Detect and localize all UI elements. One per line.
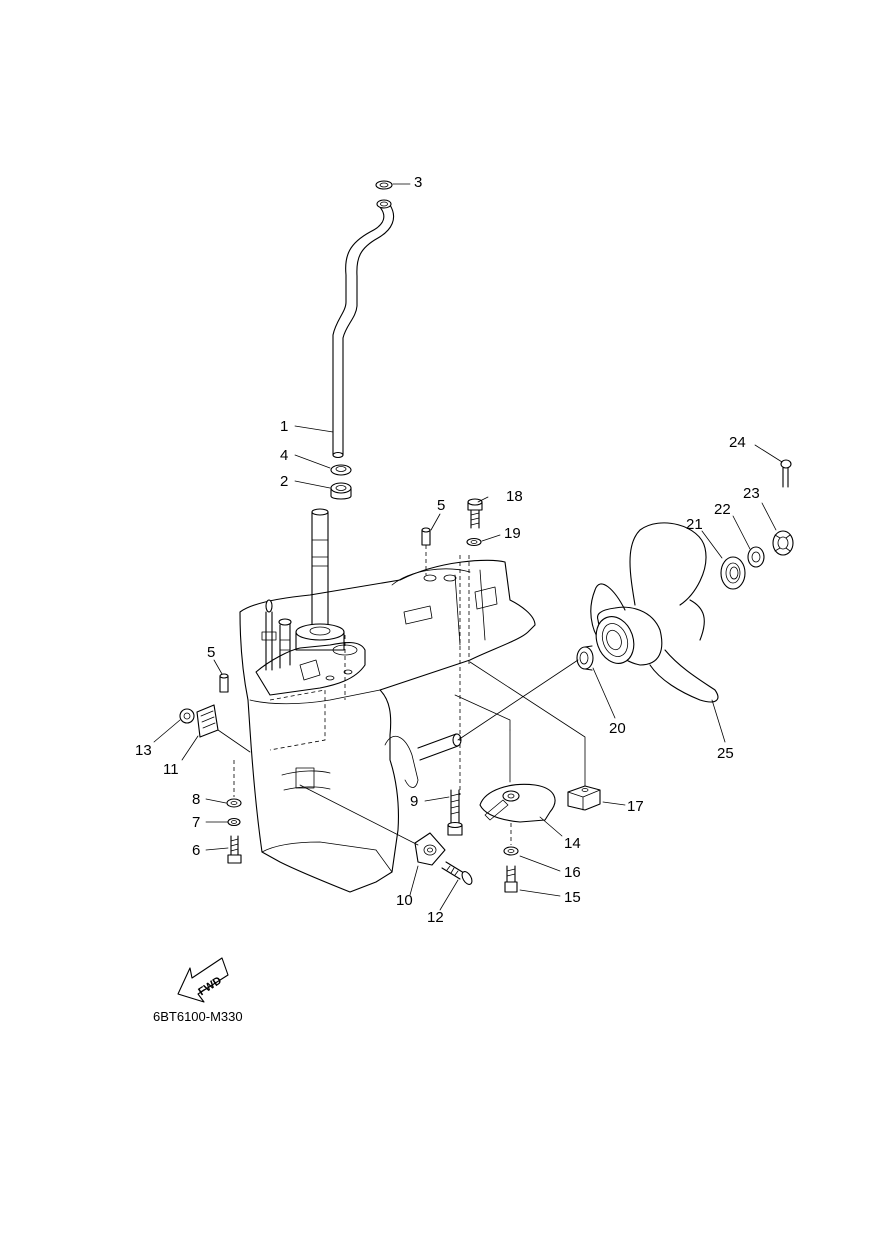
washer-7 bbox=[227, 817, 241, 827]
lower-case bbox=[239, 559, 536, 893]
drive-shaft bbox=[295, 508, 345, 651]
callout-5-dowel-top: 5 bbox=[437, 497, 445, 514]
leader-trim-tab bbox=[299, 784, 419, 846]
washer-19 bbox=[466, 537, 482, 547]
callout-10: 10 bbox=[396, 892, 413, 909]
drawing-code: 6BT6100-M330 bbox=[153, 1009, 243, 1024]
leader-trim-tab-mount bbox=[454, 694, 511, 731]
washer-22 bbox=[747, 546, 765, 568]
dowel-pin-5a bbox=[421, 527, 431, 575]
bolt-6 bbox=[227, 835, 242, 864]
washer-16 bbox=[503, 846, 519, 856]
callout-20: 20 bbox=[609, 720, 626, 737]
callout-5-dowel-left: 5 bbox=[207, 644, 215, 661]
callout-6: 6 bbox=[192, 842, 200, 859]
screw-12 bbox=[441, 861, 473, 885]
spacer-21 bbox=[720, 556, 746, 590]
nut-13 bbox=[179, 708, 195, 724]
fwd-arrow-icon: FWD bbox=[177, 957, 229, 1003]
callout-9: 9 bbox=[410, 793, 418, 810]
leader-anode bbox=[217, 729, 251, 753]
callout-17: 17 bbox=[627, 798, 644, 815]
callout-15: 15 bbox=[564, 889, 581, 906]
thrust-washer-20 bbox=[576, 645, 594, 671]
callout-22: 22 bbox=[714, 501, 731, 518]
washer-8 bbox=[226, 798, 242, 808]
grommet-2 bbox=[330, 482, 352, 500]
callout-23: 23 bbox=[743, 485, 760, 502]
callout-leaders bbox=[153, 183, 783, 911]
trim-tab-14 bbox=[479, 729, 556, 823]
callout-18: 18 bbox=[506, 488, 523, 505]
callout-4: 4 bbox=[280, 447, 288, 464]
prop-shaft-axis bbox=[457, 659, 579, 741]
water-tube bbox=[332, 199, 395, 459]
bolt-18 bbox=[467, 498, 483, 529]
callout-14: 14 bbox=[564, 835, 581, 852]
propeller-25 bbox=[590, 522, 719, 703]
callout-8: 8 bbox=[192, 791, 200, 808]
callout-11: 11 bbox=[163, 761, 179, 778]
bolt-15 bbox=[504, 865, 518, 893]
grommet-3 bbox=[375, 180, 393, 190]
grommet-4 bbox=[330, 464, 352, 476]
cotter-pin-24 bbox=[780, 459, 792, 488]
dowel-pin-5b bbox=[219, 673, 229, 693]
callout-13: 13 bbox=[135, 742, 152, 759]
plate-10 bbox=[414, 832, 446, 866]
bolt-9 bbox=[447, 789, 463, 836]
nut-23 bbox=[772, 530, 794, 556]
callout-1: 1 bbox=[280, 418, 288, 435]
callout-numbers: 1 2 3 4 5 5 6 7 8 9 10 11 12 13 14 15 16… bbox=[135, 174, 760, 926]
callout-21: 21 bbox=[686, 516, 703, 533]
callout-25: 25 bbox=[717, 745, 734, 762]
anode-17 bbox=[469, 661, 601, 811]
callout-19: 19 bbox=[504, 525, 521, 542]
callout-3: 3 bbox=[414, 174, 422, 191]
callout-7: 7 bbox=[192, 814, 200, 831]
callout-2: 2 bbox=[280, 473, 288, 490]
callout-24: 24 bbox=[729, 434, 746, 451]
callout-16: 16 bbox=[564, 864, 581, 881]
callout-12: 12 bbox=[427, 909, 444, 926]
anode-11 bbox=[196, 704, 219, 738]
